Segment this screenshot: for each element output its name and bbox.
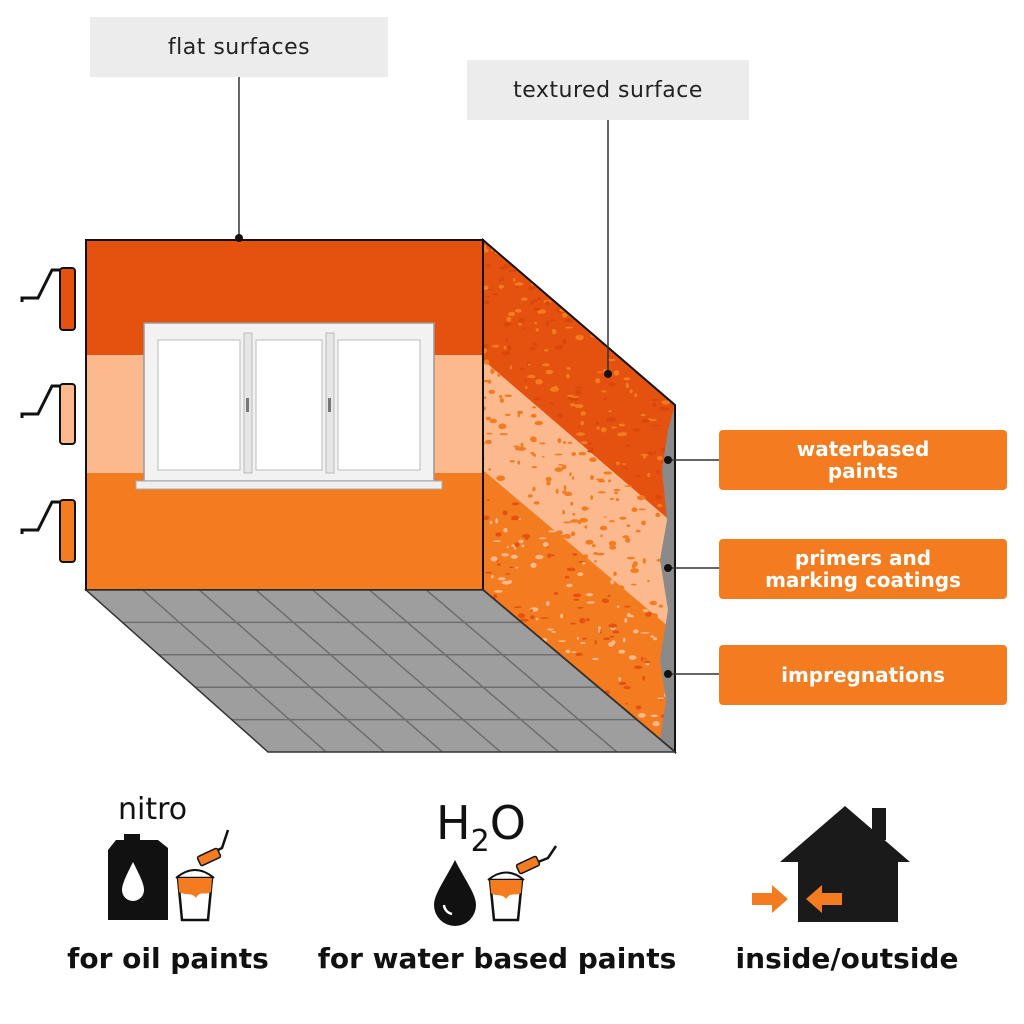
paint-bucket-icon <box>487 871 525 922</box>
layer-label-line: primers and <box>794 546 932 570</box>
mini-roller-icon <box>515 845 558 875</box>
arrow-in-icon <box>752 885 788 913</box>
mini-roller-icon <box>196 829 230 867</box>
oil-can-icon <box>108 834 168 920</box>
tiled-floor <box>84 589 678 753</box>
h2o-sub: 2 <box>470 824 490 859</box>
oil-paints-caption: for oil paints <box>67 942 269 975</box>
leader-lines <box>235 77 719 678</box>
paint-roller-icon <box>20 499 76 563</box>
layer-label-line: impregnations <box>781 663 945 687</box>
layer-label-line: marking coatings <box>765 568 961 592</box>
house-icon <box>780 806 910 922</box>
paint-roller-icon <box>20 267 76 331</box>
h2o-o: O <box>489 796 526 850</box>
textured-side-wall <box>483 240 675 752</box>
nitro-heading: nitro <box>118 792 188 827</box>
layer-label-impregnations: impregnations <box>719 645 1007 705</box>
arrow-out-icon <box>806 885 842 913</box>
layer-label-line: paints <box>827 459 899 483</box>
layer-label-line: waterbased <box>796 437 930 461</box>
flat-surfaces-label: flat surfaces <box>90 17 388 77</box>
h2o-h: H <box>436 796 471 850</box>
window <box>135 322 443 490</box>
water-drop-icon <box>434 860 476 926</box>
water-paints-caption: for water based paints <box>317 942 677 975</box>
paint-bucket-icon <box>175 869 215 922</box>
layer-label-primers: primers and marking coatings <box>719 539 1007 599</box>
textured-surface-label: textured surface <box>467 60 749 120</box>
paint-roller-icon <box>20 383 76 445</box>
layer-label-waterbased: waterbased paints <box>719 430 1007 490</box>
inside-outside-caption: inside/outside <box>735 942 959 975</box>
h2o-heading: H2O <box>436 800 526 859</box>
